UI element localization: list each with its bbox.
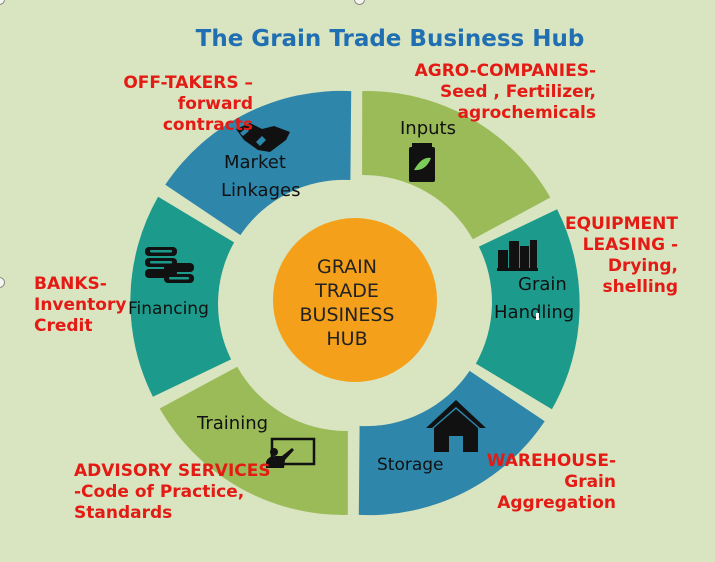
segment-label-grain-handling: Handling (494, 302, 574, 323)
stakeholder-line: Standards (74, 503, 173, 523)
page-title: The Grain Trade Business Hub (195, 26, 585, 52)
segment-market-linkages (165, 90, 352, 236)
hub-label-line: GRAIN (317, 256, 377, 278)
house-icon (426, 400, 486, 452)
segment-label-storage: Storage (377, 455, 444, 475)
stakeholder-line: contracts (162, 115, 253, 135)
stakeholder-line: AGRO-COMPANIES- (414, 61, 596, 81)
stakeholder-line: EQUIPMENT (564, 214, 678, 234)
stakeholder-line: agrochemicals (457, 103, 596, 123)
segment-label-training: Training (196, 413, 268, 434)
hub-label: GRAIN TRADE BUSINESS HUB (300, 256, 395, 350)
stakeholder-line: Grain (564, 472, 616, 492)
stakeholder-line: Aggregation (497, 493, 616, 513)
stakeholder-warehouse: WAREHOUSE- Grain Aggregation (487, 451, 616, 514)
segment-inputs (362, 91, 551, 240)
stakeholder-banks: BANKS- Inventory Credit (34, 274, 126, 337)
stakeholder-advisory-services: ADVISORY SERVICES -Code of Practice, Sta… (74, 461, 271, 524)
segment-training (159, 366, 348, 515)
stakeholder-line: OFF-TAKERS – (123, 73, 253, 93)
stakeholder-line: ADVISORY SERVICES (74, 461, 271, 481)
segment-label-inputs: Inputs (400, 118, 456, 139)
coins-icon (145, 247, 194, 283)
stakeholder-line: Credit (34, 316, 93, 336)
stakeholder-agro-companies: AGRO-COMPANIES- Seed , Fertilizer, agroc… (415, 61, 596, 124)
segment-financing (130, 196, 235, 397)
stakeholder-line: LEASING - (582, 235, 678, 255)
stakeholder-off-takers: OFF-TAKERS – forward contracts (123, 73, 253, 136)
stakeholder-line: forward (177, 94, 253, 114)
hub-label-line: BUSINESS (300, 304, 395, 326)
stakeholder-line: shelling (602, 277, 678, 297)
cursor-mark (536, 313, 539, 320)
presentation-icon (266, 437, 316, 468)
segment-label-market-linkages: Market (224, 152, 286, 173)
segment-label-grain-handling: Grain (518, 274, 567, 295)
factory-icon (497, 240, 538, 271)
segment-storage (358, 370, 545, 516)
stakeholder-line: Drying, (607, 256, 678, 276)
hub-label-line: HUB (326, 328, 367, 350)
handshake-icon (236, 123, 290, 152)
hub-label-line: TRADE (314, 280, 379, 302)
stakeholder-equipment-leasing: EQUIPMENT LEASING - Drying, shelling (565, 214, 678, 298)
stakeholder-line: Seed , Fertilizer, (440, 82, 596, 102)
stakeholder-line: -Code of Practice, (74, 482, 245, 502)
segment-label-market-linkages: Linkages (221, 180, 300, 201)
hub-circle (273, 218, 437, 382)
stakeholder-line: WAREHOUSE- (486, 451, 616, 471)
stakeholder-line: Inventory (34, 295, 127, 315)
segment-label-financing: Financing (128, 299, 209, 319)
stakeholder-line: BANKS- (34, 274, 107, 294)
seed-bag-icon (409, 143, 435, 182)
